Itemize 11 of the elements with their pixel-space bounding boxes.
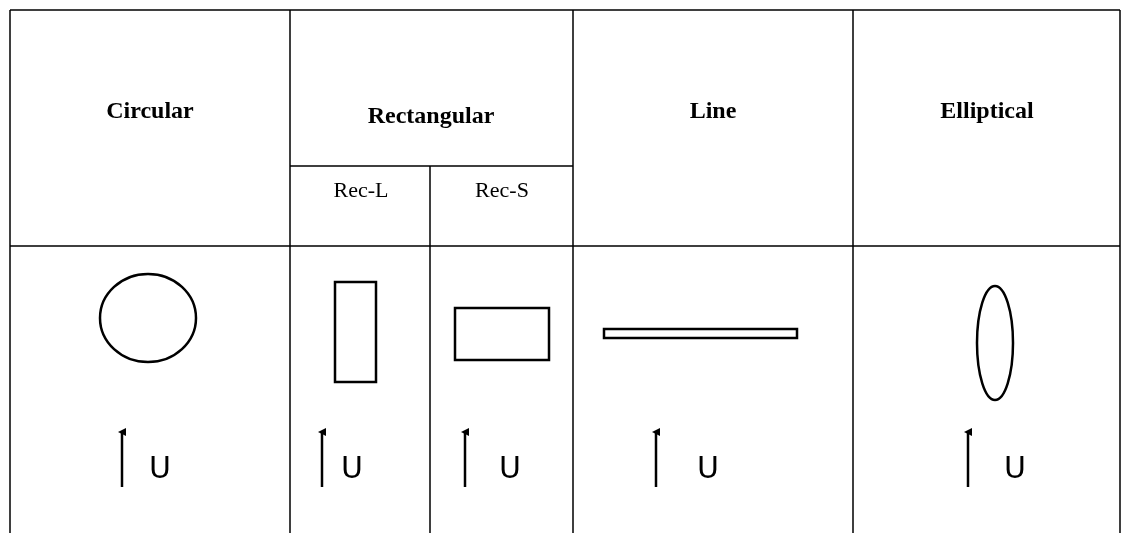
sub-header: Rec-S bbox=[475, 177, 529, 203]
column-header: Circular bbox=[106, 96, 194, 124]
column-header: Rectangular bbox=[367, 101, 495, 129]
column-header: Line bbox=[689, 96, 737, 124]
velocity-label: U bbox=[1004, 449, 1026, 485]
velocity-label: U bbox=[149, 449, 171, 485]
velocity-label: U bbox=[697, 449, 719, 485]
column-header: Elliptical bbox=[940, 96, 1034, 124]
velocity-label: U bbox=[341, 449, 363, 485]
sub-header: Rec-L bbox=[333, 177, 389, 203]
velocity-label: U bbox=[499, 449, 521, 485]
